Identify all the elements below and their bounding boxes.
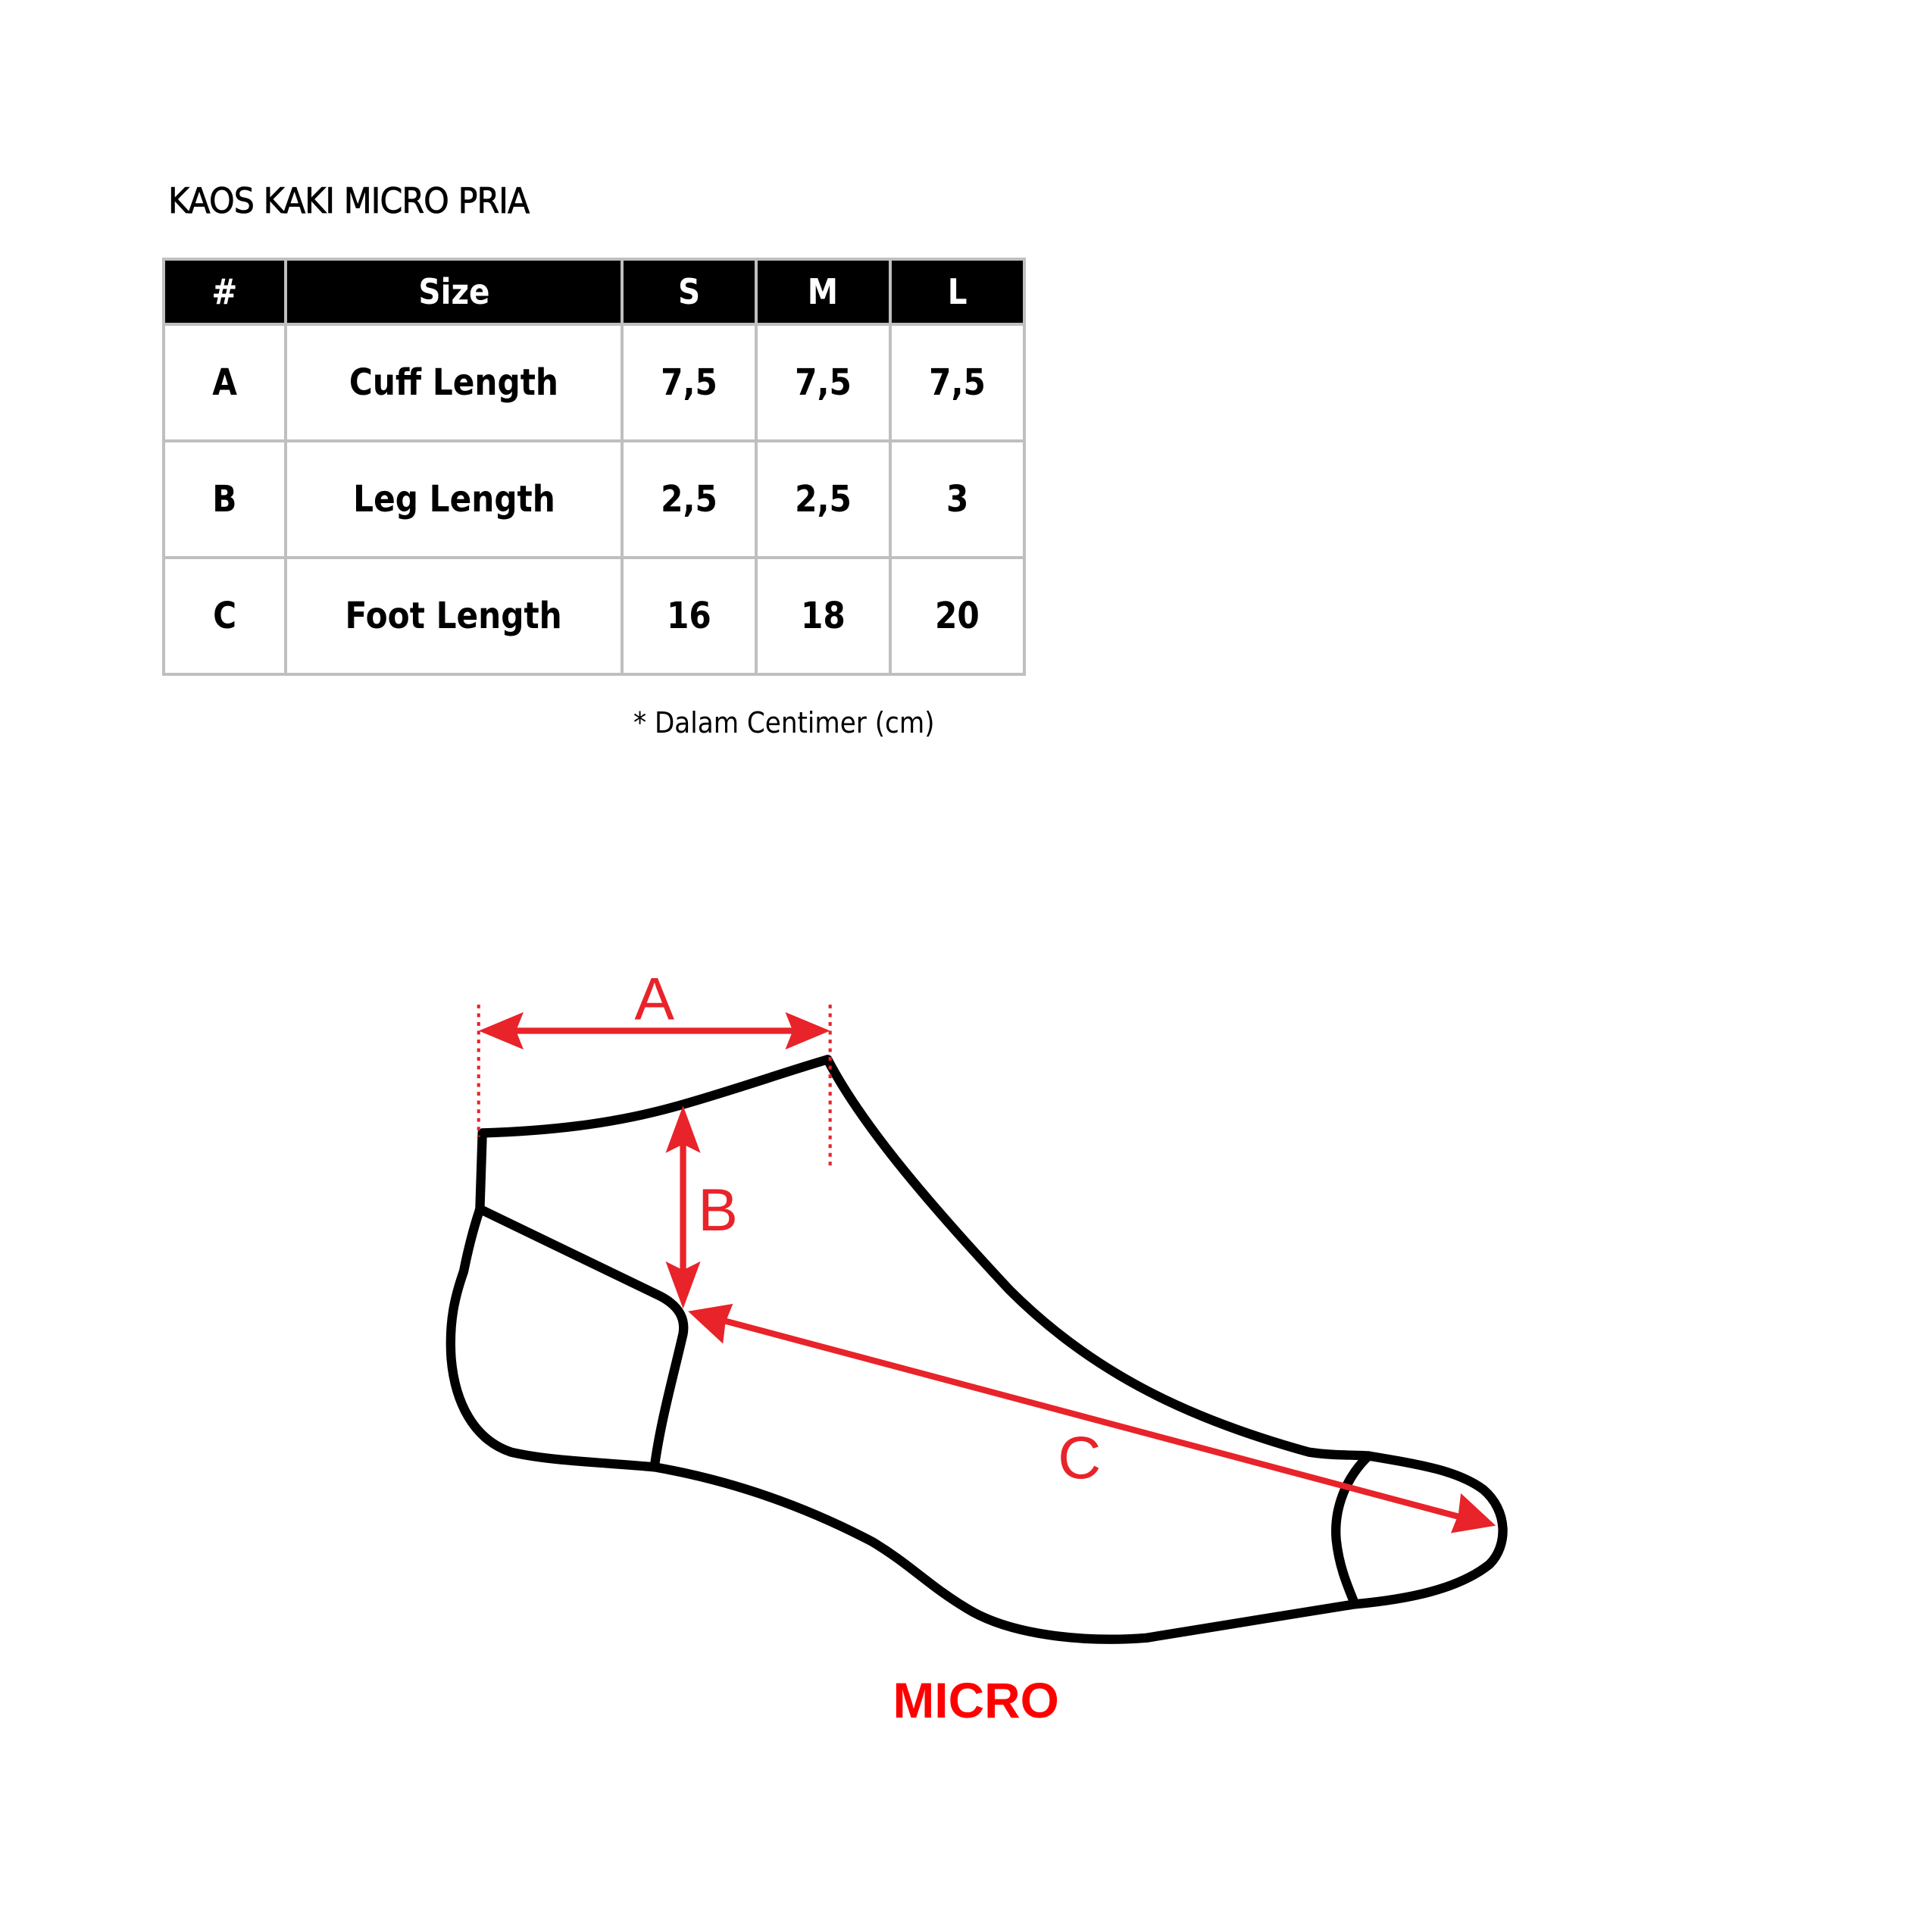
caption-micro: MICRO — [893, 1672, 1059, 1728]
size-table: # Size S M L A Cuff Length 7,5 7,5 7,5 B… — [161, 258, 1027, 676]
row-value-l: 20 — [888, 556, 1027, 676]
row-name: Leg Length — [284, 439, 624, 559]
label-a: A — [634, 966, 674, 1033]
row-value-m: 7,5 — [754, 323, 892, 442]
header-size: Size — [284, 258, 624, 326]
table-row: B Leg Length 2,5 2,5 3 — [161, 439, 1027, 559]
row-code: C — [161, 556, 288, 676]
label-c: C — [1058, 1424, 1101, 1491]
row-value-m: 2,5 — [754, 439, 892, 559]
row-code: B — [161, 439, 288, 559]
dimension-c: C — [688, 1303, 1496, 1533]
header-l: L — [888, 258, 1027, 326]
table-header-row: # Size S M L — [161, 258, 1027, 326]
row-name: Cuff Length — [284, 323, 624, 442]
header-hash: # — [161, 258, 288, 326]
row-value-s: 2,5 — [620, 439, 758, 559]
table-row: A Cuff Length 7,5 7,5 7,5 — [161, 323, 1027, 442]
header-m: M — [754, 258, 892, 326]
row-value-m: 18 — [754, 556, 892, 676]
dimension-a: A — [477, 966, 832, 1170]
header-s: S — [620, 258, 758, 326]
row-value-s: 16 — [620, 556, 758, 676]
page-title: KAOS KAKI MICRO PRIA — [168, 180, 530, 222]
row-value-l: 7,5 — [888, 323, 1027, 442]
label-b: B — [698, 1177, 738, 1243]
row-value-s: 7,5 — [620, 323, 758, 442]
table-row: C Foot Length 16 18 20 — [161, 556, 1027, 676]
dimension-b: B — [665, 1105, 738, 1309]
row-name: Foot Length — [284, 556, 624, 676]
row-code: A — [161, 323, 288, 442]
row-value-l: 3 — [888, 439, 1027, 559]
unit-note: * Dalam Centimer (cm) — [633, 706, 935, 739]
sock-outline — [445, 1055, 1508, 1644]
